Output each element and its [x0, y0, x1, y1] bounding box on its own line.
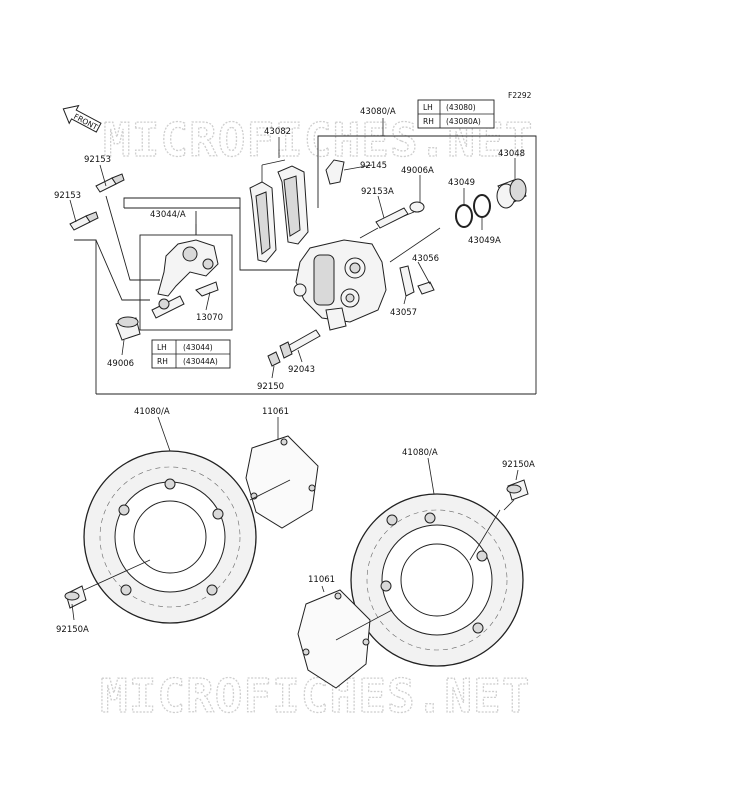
disc-gasket-top [245, 435, 319, 529]
label-43057: 43057 [390, 308, 417, 318]
bracket-clip [195, 281, 219, 297]
leader-lines [69, 118, 519, 621]
bolt-92150a-right [503, 479, 529, 511]
brake-pad-front [277, 165, 309, 245]
bolt-92153-top [95, 173, 125, 193]
caliper-table-rh: RH [423, 117, 434, 126]
label-13070: 13070 [196, 313, 223, 323]
bleeder-valve [403, 201, 425, 217]
label-92153-top: 92153 [84, 155, 111, 165]
piston-seal-outer [455, 204, 473, 228]
front-arrow-icon: FRONT [62, 104, 102, 133]
watermark-bottom: MICROFICHES.NET [100, 669, 530, 723]
label-43049a: 43049A [468, 236, 501, 246]
bolt-92153-left [69, 211, 99, 231]
label-41080a-left: 41080/A [134, 407, 170, 417]
label-43056: 43056 [412, 254, 439, 264]
pad-spring [325, 159, 345, 185]
label-43044a: 43044/A [150, 210, 186, 220]
brake-pad-rear [249, 181, 277, 263]
bracket-table-lh-part: (43044) [183, 343, 213, 352]
caliper-table-rh-part: (43080A) [446, 117, 481, 126]
label-92153a: 92153A [361, 187, 394, 197]
bleeder-cap [399, 265, 415, 297]
label-43048: 43048 [498, 149, 525, 159]
figure-id: F2292 [508, 91, 532, 100]
label-43049: 43049 [448, 178, 475, 188]
caliper-side-table: LH (43080) RH (43080A) [417, 99, 495, 129]
piston-seal-inner [473, 194, 491, 218]
caliper-piston [496, 178, 527, 209]
disc-gasket-bottom [297, 589, 371, 689]
nut-92150 [267, 351, 281, 367]
bolt-92150a-left [64, 585, 87, 609]
bracket-pin [115, 316, 141, 341]
label-92043: 92043 [288, 365, 315, 375]
bracket-side-table: LH (43044) RH (43044A) [151, 339, 231, 369]
caliper-bracket [151, 239, 219, 319]
caliper-body [293, 239, 387, 331]
caliper-table-lh-part: (43080) [446, 103, 476, 112]
bleeder-screw [417, 281, 435, 295]
caliper-table-lh: LH [423, 103, 433, 112]
label-92145: 92145 [360, 161, 387, 171]
label-92150a-right: 92150A [502, 460, 535, 470]
caliper-bolt-92043 [279, 329, 321, 359]
brake-disc-left [83, 450, 257, 624]
label-92150a-left: 92150A [56, 625, 89, 635]
pad-pin [359, 207, 409, 239]
bracket-table-rh: RH [157, 357, 168, 366]
label-41080a-right: 41080/A [402, 448, 438, 458]
bracket-table-lh: LH [157, 343, 167, 352]
label-11061-top: 11061 [262, 407, 289, 417]
bracket-table-rh-part: (43044A) [183, 357, 218, 366]
label-92153-left: 92153 [54, 191, 81, 201]
label-49006a: 49006A [401, 166, 434, 176]
brake-disc-right [350, 493, 524, 667]
label-43080a: 43080/A [360, 107, 396, 117]
caliper-assembly-frame [74, 135, 537, 395]
label-43082: 43082 [264, 127, 291, 137]
part-labels: 43080/A 43082 92145 49006A 43048 43049 4… [54, 107, 535, 635]
label-49006: 49006 [107, 359, 134, 369]
label-92150: 92150 [257, 382, 284, 392]
label-11061-bottom: 11061 [308, 575, 335, 585]
